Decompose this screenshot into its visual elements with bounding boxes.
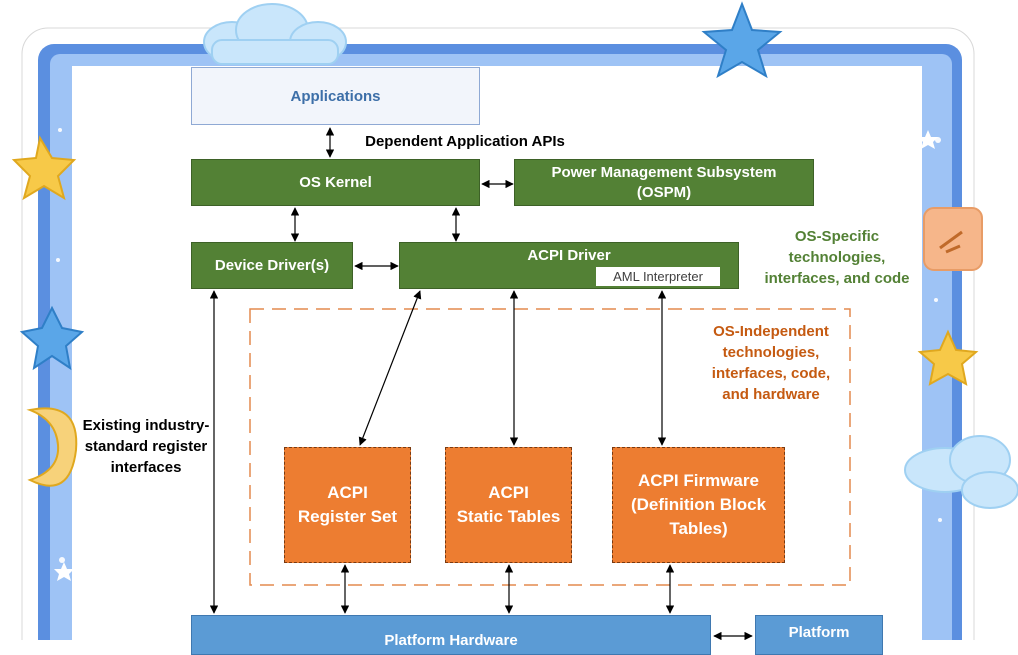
platform-hardware-box: Platform Hardware (191, 615, 711, 655)
acpi-static-line1: ACPI (488, 483, 529, 502)
star-decoration-right (917, 329, 979, 386)
os-specific-label: OS-Specific technologies, interfaces, an… (752, 226, 922, 289)
star-decoration-top (701, 1, 783, 79)
ospm-box: Power Management Subsystem (OSPM) (514, 159, 814, 206)
dependent-apis-label: Dependent Application APIs (340, 131, 590, 152)
applications-label: Applications (290, 87, 381, 105)
dependent-apis-text: Dependent Application APIs (365, 133, 565, 150)
crescent-moon-decoration (26, 407, 78, 487)
os-independent-line3: interfaces, code, (711, 365, 831, 382)
os-kernel-label: OS Kernel (299, 173, 372, 191)
os-independent-label: OS-Independent technologies, interfaces,… (696, 321, 846, 405)
cloud-decoration-top (203, 3, 347, 65)
os-independent-line2: technologies, (722, 344, 820, 361)
acpi-firmware-box: ACPI Firmware (Definition Block Tables) (612, 447, 785, 563)
acpi-register-line2: Register Set (297, 507, 398, 526)
os-specific-line2: technologies, (788, 249, 886, 266)
star-decoration-left-blue (19, 305, 85, 371)
aml-interpreter-label: AML Interpreter (613, 268, 703, 284)
acpi-firmware-line3: Tables) (669, 519, 728, 538)
os-kernel-box: OS Kernel (191, 159, 480, 206)
device-drivers-box: Device Driver(s) (191, 242, 353, 289)
tag-decoration-right (923, 207, 983, 271)
ospm-label-line2: (OSPM) (636, 183, 692, 201)
platform-label: Platform (788, 624, 850, 641)
os-independent-line1: OS-Independent (713, 323, 829, 340)
os-specific-line3: interfaces, and code (764, 270, 910, 287)
acpi-driver-label: ACPI Driver (527, 247, 611, 264)
acpi-firmware-line2: (Definition Block (630, 495, 767, 514)
os-specific-line1: OS-Specific (794, 228, 880, 245)
os-independent-region (249, 308, 851, 586)
ospm-label-line1: Power Management Subsystem (551, 163, 777, 181)
acpi-firmware-line1: ACPI Firmware (638, 471, 759, 490)
acpi-register-set-box: ACPI Register Set (284, 447, 411, 563)
star-decoration-left (11, 135, 77, 201)
device-drivers-label: Device Driver(s) (214, 256, 330, 274)
connector-layer (209, 127, 851, 640)
acpi-static-line2: Static Tables (456, 507, 561, 526)
platform-hardware-label: Platform Hardware (384, 632, 518, 649)
existing-interfaces-label: Existing industry- standard register int… (74, 415, 218, 478)
platform-box: Platform (755, 615, 883, 655)
acpi-driver-box: ACPI Driver AML Interpreter (399, 242, 739, 289)
acpi-register-line1: ACPI (327, 483, 368, 502)
aml-interpreter-box: AML Interpreter (595, 266, 721, 287)
cloud-decoration-right (904, 435, 1018, 509)
arrow-acpidriver-registerset (358, 290, 422, 446)
existing-line2: standard register (84, 438, 208, 455)
existing-line1: Existing industry- (82, 417, 210, 434)
applications-box: Applications (191, 67, 480, 125)
sparkle-stars (54, 130, 938, 581)
existing-line3: interfaces (110, 459, 182, 476)
os-independent-line4: and hardware (722, 386, 820, 403)
acpi-static-tables-box: ACPI Static Tables (445, 447, 572, 563)
